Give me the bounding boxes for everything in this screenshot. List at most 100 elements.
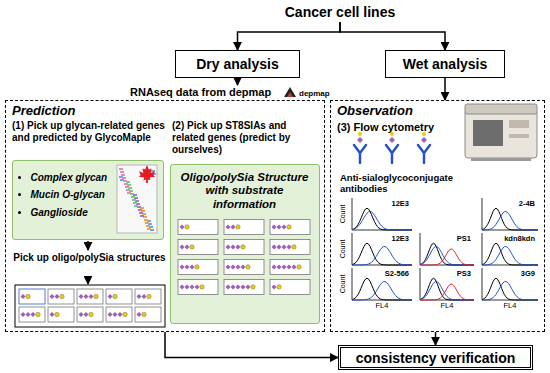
region-heading: Observation [337, 103, 538, 118]
node-text: Cancer cell lines [285, 4, 396, 20]
histogram [420, 243, 474, 265]
histogram [352, 268, 412, 300]
structure-icons [245, 284, 250, 289]
antibody-name: 2-4B [518, 199, 536, 208]
structure-panel [79, 294, 84, 299]
structure-panel [15, 285, 165, 327]
structure-panel [19, 289, 45, 304]
depmap-logo [284, 87, 296, 97]
start-node: Cancer cell lines [275, 2, 405, 22]
flow-cytometer [473, 120, 503, 146]
histogram [352, 282, 412, 300]
antibody-icon [389, 137, 395, 143]
structure-panel [36, 312, 40, 316]
structure-panel [89, 294, 94, 299]
structure-icons [224, 219, 264, 234]
histogram [352, 243, 412, 265]
structure-icons [286, 264, 291, 269]
histogram [482, 208, 538, 230]
structure-icons [270, 239, 310, 254]
structure-icons [230, 264, 235, 269]
axis-label: Count [339, 240, 347, 259]
structure-panel [142, 294, 147, 299]
structure-panel [79, 312, 84, 317]
structure-icons [281, 244, 286, 249]
structure-icons [178, 279, 218, 294]
structure-icons [235, 284, 240, 289]
flow-cytometer [509, 134, 529, 138]
structure-panel [135, 307, 161, 322]
structure-icons [281, 224, 286, 229]
pathway-map [131, 196, 135, 198]
structure-panel [77, 289, 103, 304]
structure-icons [291, 264, 296, 269]
pathway-map [147, 228, 151, 230]
structure-icons [189, 264, 194, 269]
structure-panel [118, 312, 123, 317]
structure-panel [31, 312, 36, 317]
histogram [420, 249, 474, 265]
pathway-map [139, 212, 143, 214]
structure-icons [225, 264, 230, 269]
structure-icons [224, 259, 264, 274]
structure-panel [84, 312, 89, 317]
axis-label: Count [339, 275, 347, 294]
node-text: consistency verification [356, 350, 516, 366]
axis-label: Count [339, 205, 347, 224]
structure-panel [26, 294, 30, 298]
structure-icons [240, 264, 245, 269]
structure-icons [178, 239, 218, 254]
structure-panel [142, 312, 146, 316]
histogram [352, 233, 412, 265]
flow-cytometer [509, 120, 529, 128]
histogram [352, 278, 412, 300]
antibody-name: 12E3 [390, 234, 410, 243]
antibody-icon [421, 137, 427, 143]
step-label: (1) Pick up glycan-related genes and pre… [12, 120, 167, 144]
structure-panel [108, 312, 113, 317]
structure-icons [189, 244, 193, 248]
structure-panel [137, 294, 142, 299]
step-label: Pick up oligo/polySia structures [12, 252, 167, 264]
histogram [420, 281, 474, 300]
structure-icons [225, 244, 230, 249]
structure-icons [250, 284, 254, 288]
structure-panel [113, 312, 118, 317]
structure-panel [106, 307, 132, 322]
connector-arrow [435, 332, 437, 345]
structure-icons [199, 284, 203, 288]
structure-panel [106, 289, 132, 304]
structure-panel [50, 294, 55, 299]
structure-panel [84, 294, 89, 299]
axis-label: FL4 [504, 301, 517, 310]
structure-panel [50, 312, 55, 317]
structure-icons [225, 284, 230, 289]
connector-arrow [444, 78, 446, 100]
process-box: Wet analysis [385, 50, 505, 78]
process-box: Dry analysis [175, 50, 300, 78]
region-heading: Prediction [12, 103, 318, 118]
source-label: RNAseq data from depmap [130, 86, 271, 99]
structure-icons [270, 279, 310, 294]
histogram [482, 211, 538, 230]
layout-arrow [87, 277, 89, 284]
axis-label: FL4 [441, 301, 454, 310]
dashed-region: Observation [330, 100, 545, 332]
structure-icons [240, 244, 244, 248]
structure-icons [230, 244, 235, 249]
flow-cytometer [471, 158, 531, 161]
antibody-name: S2-566 [384, 269, 410, 278]
histogram [352, 198, 412, 230]
antibody-icon [418, 145, 430, 163]
structure-icons [271, 244, 276, 249]
flow-cytometer [465, 104, 537, 114]
pathway-map [119, 176, 123, 178]
structure-panel [108, 294, 113, 299]
structure-icons [179, 244, 184, 249]
structure-icons [224, 279, 264, 294]
connector-arrow [165, 332, 338, 358]
histogram [420, 233, 474, 265]
pathway-map [145, 222, 149, 224]
structure-panel [94, 294, 98, 298]
pathway-map [144, 219, 148, 221]
